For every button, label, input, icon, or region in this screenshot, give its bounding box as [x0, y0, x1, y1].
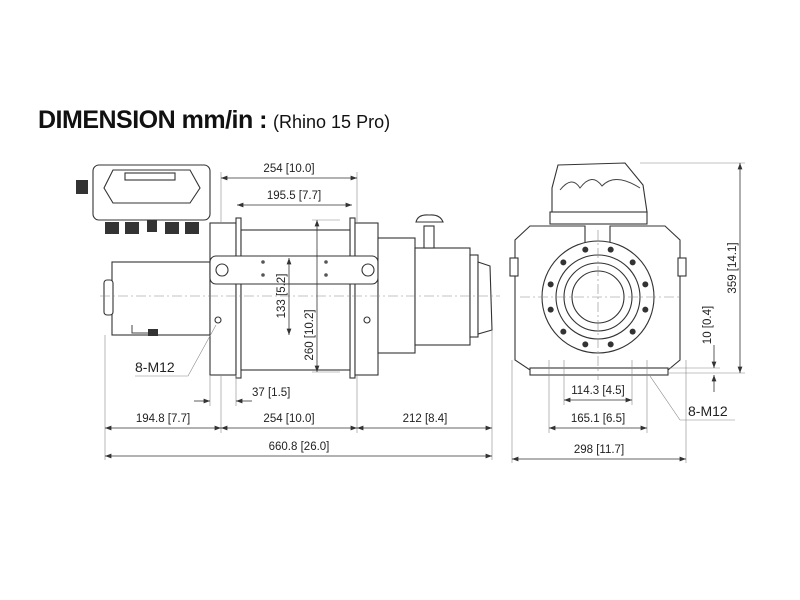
dim-260: 260 [10.2] — [304, 309, 316, 360]
flange-bolt — [642, 281, 649, 288]
dim-254-bottom: 254 [10.0] — [263, 413, 314, 425]
flange-bolt — [547, 306, 554, 313]
dim-195: 195.5 [7.7] — [267, 190, 321, 202]
flange-bolt — [642, 306, 649, 313]
dim-10: 10 [0.4] — [702, 306, 714, 344]
flange-bolt — [560, 259, 567, 266]
flange-bolt — [607, 246, 614, 253]
dim-194: 194.8 [7.7] — [136, 413, 190, 425]
title-main: DIMENSION mm/in : — [38, 106, 268, 134]
bolt-label-side: 8-M12 — [135, 359, 175, 375]
flange-bolt — [629, 328, 636, 335]
control-box-front — [551, 162, 648, 213]
dim-298: 298 [11.7] — [574, 444, 624, 456]
bolt-label-front: 8-M12 — [688, 403, 728, 419]
dim-total: 660.8 [26.0] — [269, 441, 330, 453]
flange-bolt — [547, 281, 554, 288]
dim-254-top: 254 [10.0] — [263, 163, 314, 175]
side-view-winch — [76, 164, 500, 379]
flange-bolt — [607, 341, 614, 348]
side-view-dimensions: 254 [10.0] 195.5 [7.7] 133 [5.2] 260 [10… — [104, 163, 493, 460]
page-title: DIMENSION mm/in :(Rhino 15 Pro) — [38, 106, 390, 135]
flange-bolt — [560, 328, 567, 335]
tie-bar — [209, 255, 379, 285]
flange-bolt — [582, 246, 589, 253]
dim-37: 37 [1.5] — [252, 387, 290, 399]
flange-bolt — [582, 341, 589, 348]
flange-bolt — [629, 259, 636, 266]
dim-212: 212 [8.4] — [403, 413, 448, 425]
dim-114: 114.3 [4.5] — [571, 385, 625, 397]
dim-165: 165.1 [6.5] — [571, 413, 625, 425]
dim-359: 359 [14.1] — [727, 242, 739, 293]
front-view-dimensions: 359 [14.1] 10 [0.4] 114.3 [4.5] 165.1 [6… — [511, 162, 745, 463]
dim-133: 133 [5.2] — [276, 274, 288, 319]
motor — [103, 261, 211, 336]
front-view-winch — [509, 162, 687, 380]
title-model: (Rhino 15 Pro) — [273, 112, 391, 132]
drum — [209, 217, 379, 379]
control-box — [76, 164, 211, 234]
gearbox — [377, 214, 493, 354]
